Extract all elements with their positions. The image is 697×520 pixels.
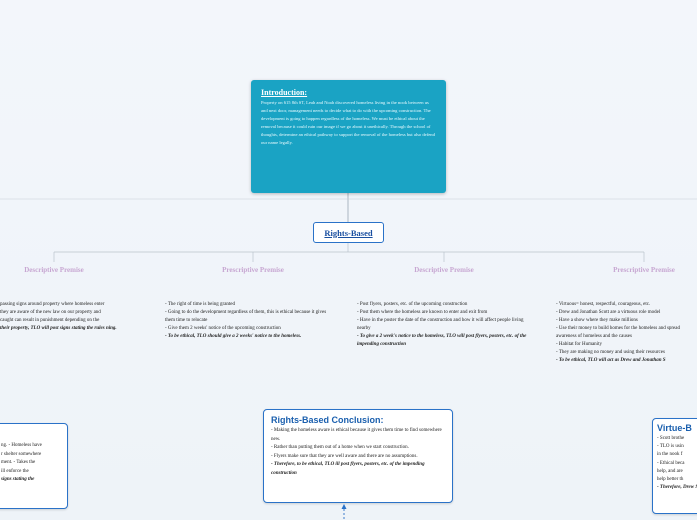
card-line: - TLO is usin [657,444,684,450]
premise-line: - The right of time is being granted [165,302,236,307]
premise-label-prescriptive-2[interactable]: Prescriptive Premise [613,266,675,274]
premise-line: - Post flyers, posters, etc. of the upco… [357,302,468,307]
premise-conclusion: their property, TLO will post signs stat… [0,326,117,331]
card-line: ng. - Homeless have [1,443,42,448]
connector-arrow-head [341,504,347,509]
rights-conclusion-body: - Making the homeless aware is ethical b… [271,427,445,478]
card-line: - Rather than putting them out of a home… [271,445,409,450]
premise-line: they are aware of the new law on our pro… [0,310,101,315]
card-line: ill enforce the [1,468,29,474]
premise-line: - Use their money to build homes for the… [556,326,680,339]
premise-line: - Habitat for Humanity [556,342,602,347]
premise-text-prescriptive-2: - Virtuous= honest, respectful, courageo… [556,301,697,365]
premise-conclusion: - To give a 2 week's notice to the homel… [357,334,527,347]
card-line: help, and are [657,468,683,474]
introduction-title: Introduction: [261,88,308,97]
left-conclusion-card[interactable]: ng. - Homeless have r shelter somewhere … [0,423,68,509]
premise-text-descriptive-1: passing signs around property where home… [0,301,140,333]
premise-text-prescriptive-1: - The right of time is being granted - G… [165,301,337,341]
rights-conclusion-title: Rights-Based Conclusion: [271,415,384,425]
premise-conclusion: - To be ethical, TLO will act as Drew an… [556,358,666,363]
premise-label-prescriptive-1[interactable]: Prescriptive Premise [222,266,284,274]
virtue-conclusion-body: - Scott brothe - TLO is usin in the nook… [657,435,697,492]
premise-label-descriptive-1[interactable]: Descriptive Premise [24,266,84,274]
card-line: - Flyers make sure that they are well aw… [271,453,418,459]
card-conclusion: - Therefore, to be ethical, TLO ill post… [271,462,425,476]
premise-line: passing signs around property where home… [0,302,105,307]
virtue-conclusion-title: Virtue-B [657,423,692,433]
virtue-based-conclusion-card[interactable]: Virtue-B - Scott brothe - TLO is usin in… [652,418,697,514]
premise-label-descriptive-2[interactable]: Descriptive Premise [414,266,474,274]
premise-text-descriptive-2: - Post flyers, posters, etc. of the upco… [357,301,532,349]
premise-line: - Have in the poster the date of the con… [357,318,524,331]
card-body: ng. - Homeless have r shelter somewhere … [1,442,63,485]
card-line: ment. - Takes the [1,460,36,465]
card-conclusion: signs stating the [1,477,35,482]
premise-line: - Post them where the homeless are known… [357,310,488,315]
premise-line: - Virtuous= honest, respectful, courageo… [556,302,651,307]
rights-based-conclusion-card[interactable]: Rights-Based Conclusion: - Making the ho… [263,409,453,503]
premise-conclusion: - To be ethical, TLO should give a 2 wee… [165,334,302,339]
premise-line: - Drew and Jonathan Scott are a virtuous… [556,310,661,315]
rights-based-node[interactable]: Rights-Based [313,222,384,243]
premise-line: - They are making no money and using the… [556,350,665,355]
card-line: - Scott brothe [657,436,685,441]
premise-line: - Have a show where they make millions [556,318,638,323]
introduction-body: Property on 615 8th ST, Leah and Noah di… [261,100,435,145]
premise-line: caught can result in punishment dependin… [0,318,100,323]
connector-root-to-premises [53,243,645,262]
card-line: r shelter somewhere [1,451,42,457]
card-line: in the nook f [657,452,683,458]
card-conclusion: - Therefore, Drew Scott [657,485,697,491]
card-line: - Making the homeless aware is ethical b… [271,428,442,442]
card-line: help better th [657,477,684,483]
introduction-node[interactable]: Introduction: Property on 615 8th ST, Le… [251,80,446,193]
premise-line: - Give them 2 weeks' notice of the upcom… [165,326,281,331]
card-line: - Ethical beca [657,460,685,466]
premise-line: - Going to do the development regardless… [165,310,327,323]
